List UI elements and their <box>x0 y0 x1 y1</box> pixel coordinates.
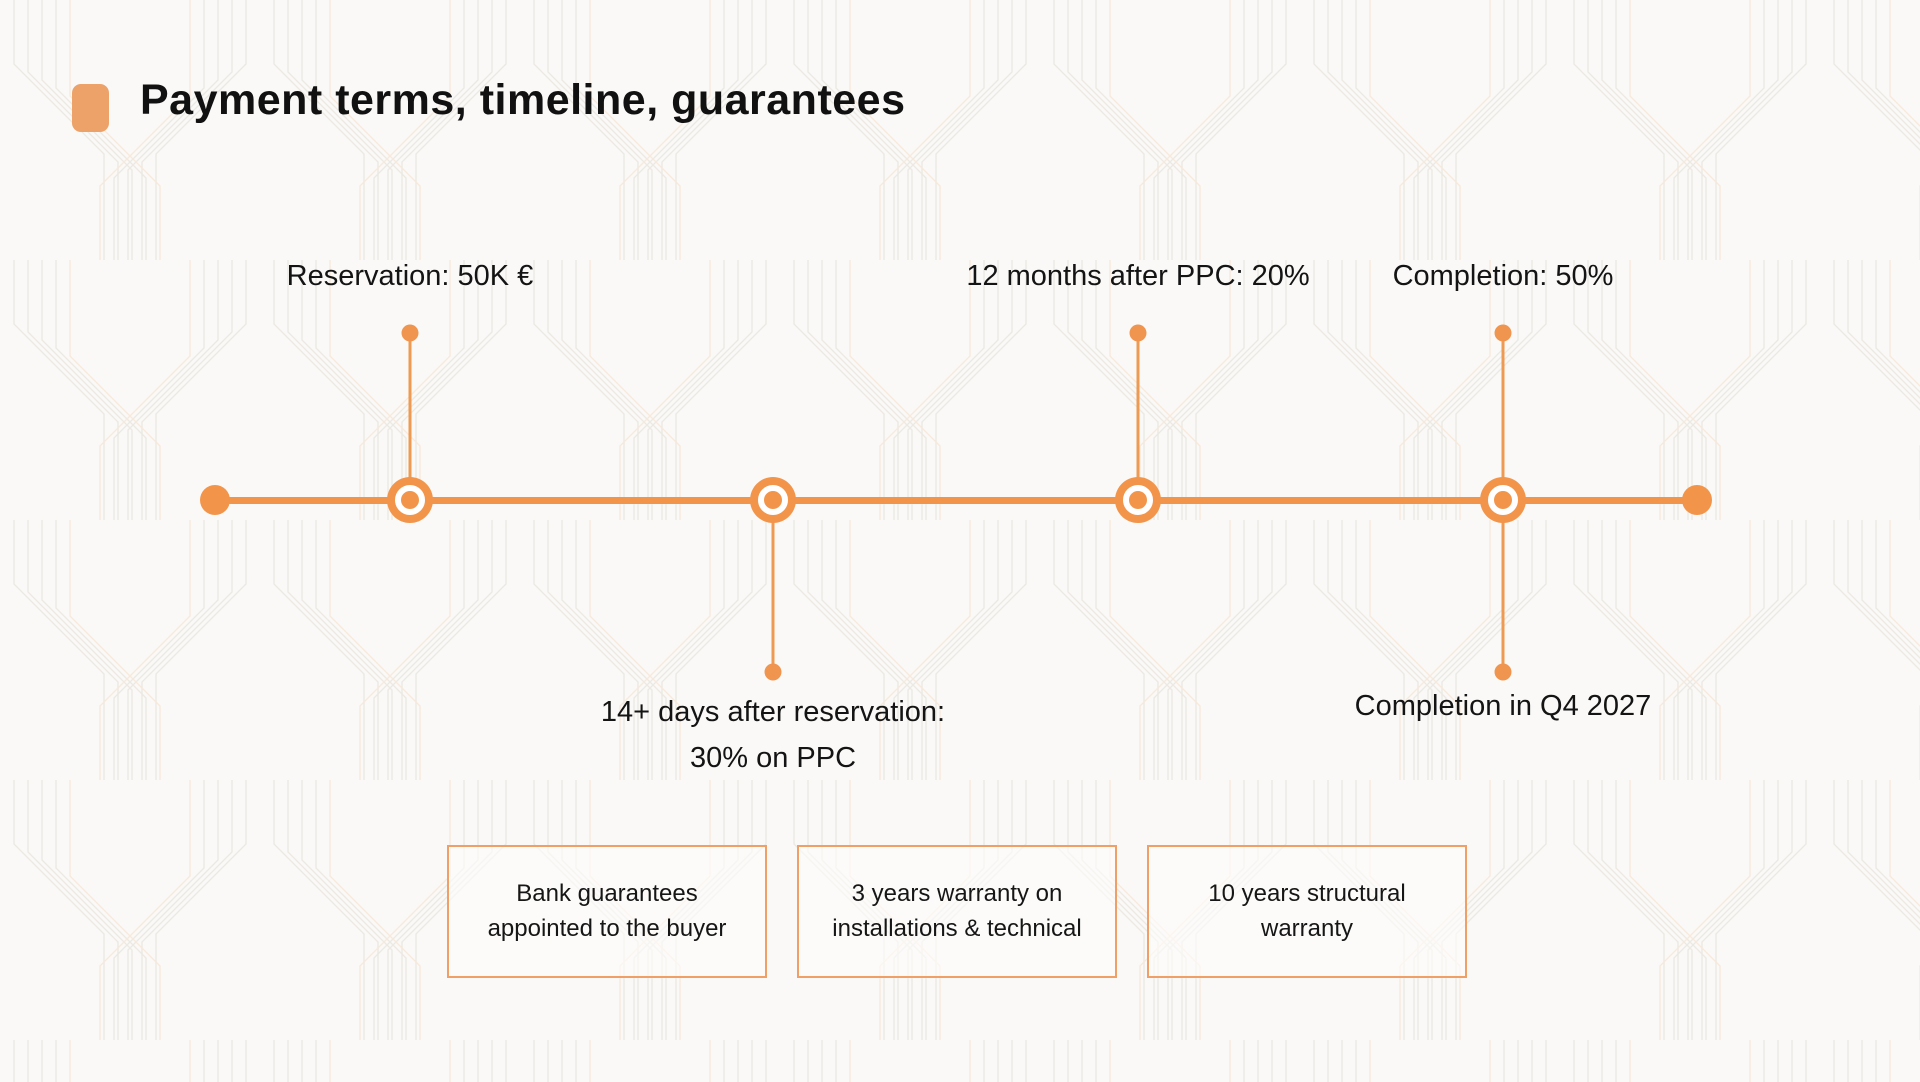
stem-milestone-4-up <box>1501 333 1505 500</box>
label-14-days: 14+ days after reservation: 30% on PPC <box>601 690 945 782</box>
timeline-line <box>215 497 1697 504</box>
node-milestone-4 <box>1488 485 1518 515</box>
timeline-end-dot <box>1682 485 1712 515</box>
label-14-days-line2: 30% on PPC <box>689 741 857 774</box>
dot-milestone-4-down <box>1494 663 1512 681</box>
page-title: Payment terms, timeline, guarantees <box>140 76 906 124</box>
guarantee-box-bank-text: Bank guarantees appointed to the buyer <box>487 879 727 942</box>
title-bullet-icon <box>72 84 109 132</box>
dot-milestone-3 <box>1129 324 1147 342</box>
guarantee-boxes: Bank guarantees appointed to the buyer 3… <box>447 845 1467 978</box>
guarantee-box-warranty-3y: 3 years warranty on installations & tech… <box>797 845 1117 978</box>
label-completion-date: Completion in Q4 2027 <box>1354 690 1652 722</box>
node-milestone-2 <box>758 485 788 515</box>
timeline-start-dot <box>200 485 230 515</box>
dot-milestone-2 <box>764 663 782 681</box>
guarantee-box-warranty-10y-text: 10 years structural warranty <box>1208 879 1406 942</box>
dot-milestone-1 <box>401 324 419 342</box>
stem-milestone-1 <box>408 333 412 500</box>
label-completion-pct: Completion: 50% <box>1392 260 1614 292</box>
guarantee-box-warranty-3y-text: 3 years warranty on installations & tech… <box>832 879 1082 942</box>
dot-milestone-4-up <box>1494 324 1512 342</box>
label-reservation: Reservation: 50K € <box>286 260 534 292</box>
label-12-months: 12 months after PPC: 20% <box>966 260 1310 292</box>
stem-milestone-4-down <box>1501 500 1505 672</box>
label-14-days-line1: 14+ days after reservation: <box>600 696 946 728</box>
stem-milestone-3 <box>1136 333 1140 500</box>
node-milestone-3 <box>1123 485 1153 515</box>
guarantee-box-warranty-10y: 10 years structural warranty <box>1147 845 1467 978</box>
guarantee-box-bank: Bank guarantees appointed to the buyer <box>447 845 767 978</box>
stem-milestone-2 <box>771 500 775 672</box>
node-milestone-1 <box>395 485 425 515</box>
